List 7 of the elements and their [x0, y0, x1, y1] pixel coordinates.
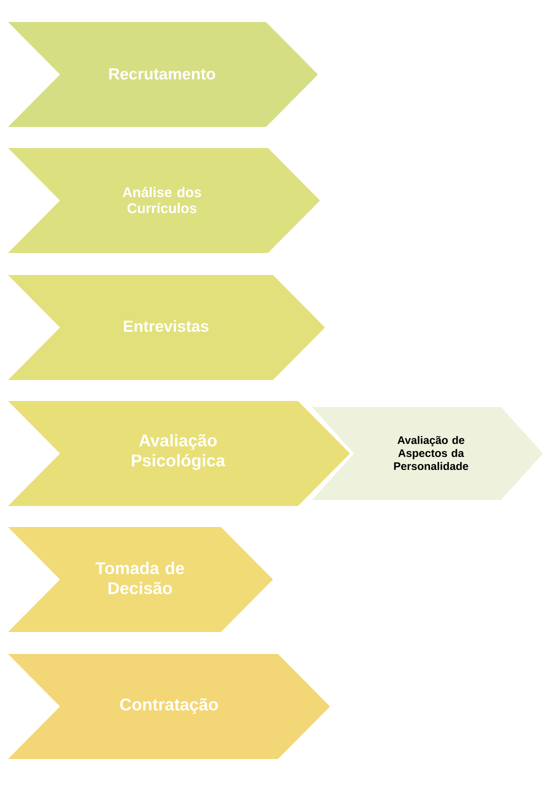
- chevron-step: Contratação: [8, 654, 330, 759]
- chevron-step: Tomada de Decisão: [8, 527, 273, 632]
- chevron-step: Avaliação de Aspectos da Personalidade: [312, 407, 543, 500]
- chevron-step: Avaliação Psicológica: [8, 401, 350, 506]
- chevron-step: Análise dos Currículos: [8, 148, 320, 253]
- chevron-step: Recrutamento: [8, 22, 318, 127]
- chevron-step: Entrevistas: [8, 275, 325, 380]
